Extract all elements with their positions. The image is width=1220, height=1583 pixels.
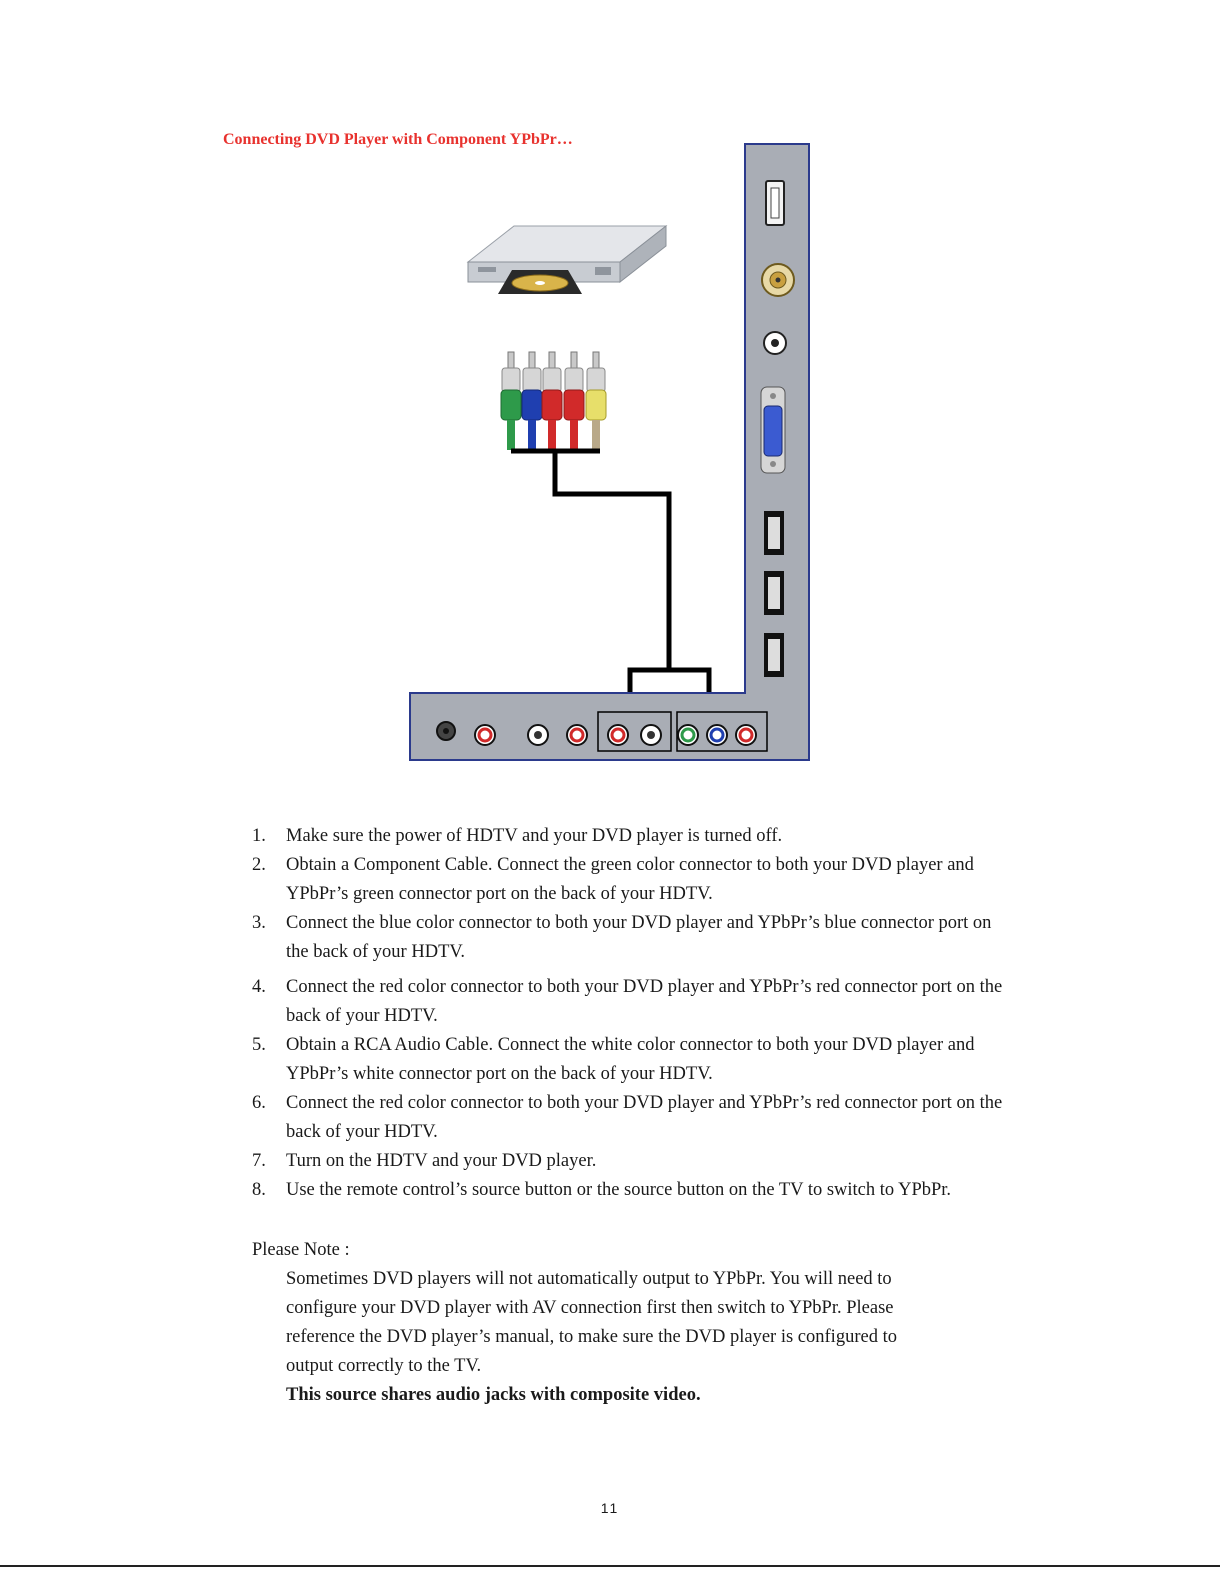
note-emphasis: This source shares audio jacks with comp… [286,1385,701,1405]
list-item: 7. Turn on the HDTV and your DVD player. [252,1147,1012,1176]
ypbpr-jack-group-box [676,711,768,752]
hdmi-port-2 [764,571,784,615]
step-text: Use the remote control’s source button o… [286,1180,952,1200]
hdmi-port-1 [764,511,784,555]
step-number: 3. [252,913,266,933]
headphone-jack [436,721,456,741]
step-number: 8. [252,1180,266,1200]
av-audio-right-jack [566,724,588,746]
step-text: Obtain a RCA Audio Cable. Connect the wh… [286,1035,975,1084]
step-number: 7. [252,1151,266,1171]
step-number: 4. [252,977,266,997]
note-label: Please Note : [252,1240,350,1260]
step-text: Obtain a Component Cable. Connect the gr… [286,855,974,904]
rca-plug-blue [521,351,543,450]
connection-lines [511,448,712,712]
rca-plug-red-2 [563,351,585,450]
section-heading: Connecting DVD Player with Component YPb… [223,131,573,148]
dvd-player-image [466,224,668,294]
connection-diagram [409,143,810,761]
step-text: Connect the red color connector to both … [286,977,1003,1026]
rca-plug-green [500,351,522,450]
audio-left-jack [640,724,662,746]
list-item: 6. Connect the red color connector to bot… [252,1089,1012,1147]
instruction-steps: 1. Make sure the power of HDTV and your D… [252,822,1012,1205]
list-item: 1. Make sure the power of HDTV and your D… [252,822,1012,851]
av-video-jack [474,724,496,746]
list-item: 8. Use the remote control’s source button… [252,1176,1012,1205]
step-text: Turn on the HDTV and your DVD player. [286,1151,597,1171]
audio-right-jack [607,724,629,746]
rca-plug-red-1 [541,351,563,450]
step-number: 5. [252,1035,266,1055]
step-number: 1. [252,826,266,846]
step-number: 6. [252,1093,266,1113]
audio-jack-group-box [597,711,672,752]
list-item: 5. Obtain a RCA Audio Cable. Connect the … [252,1031,1012,1089]
pb-blue-jack [706,724,728,746]
vga-port [760,386,786,474]
note-body: Sometimes DVD players will not automatic… [286,1269,897,1376]
pr-red-jack [735,724,757,746]
av-audio-left-jack [527,724,549,746]
usb-port [765,180,785,226]
list-item: 4. Connect the red color connector to bot… [252,973,1012,1031]
bottom-divider [0,1565,1220,1567]
hdmi-port-3 [764,633,784,677]
step-text: Connect the red color connector to both … [286,1093,1003,1142]
y-green-jack [677,724,699,746]
step-text: Make sure the power of HDTV and your DVD… [286,826,783,846]
rca-plug-yellow [585,351,607,450]
coaxial-port [761,263,795,297]
page-number: 11 [600,1500,620,1516]
list-item: 2. Obtain a Component Cable. Connect the … [252,851,1012,909]
step-text: Connect the blue color connector to both… [286,913,992,962]
step-number: 2. [252,855,266,875]
audio-out-port [763,331,787,355]
list-item: 3. Connect the blue color connector to bo… [252,909,1012,967]
